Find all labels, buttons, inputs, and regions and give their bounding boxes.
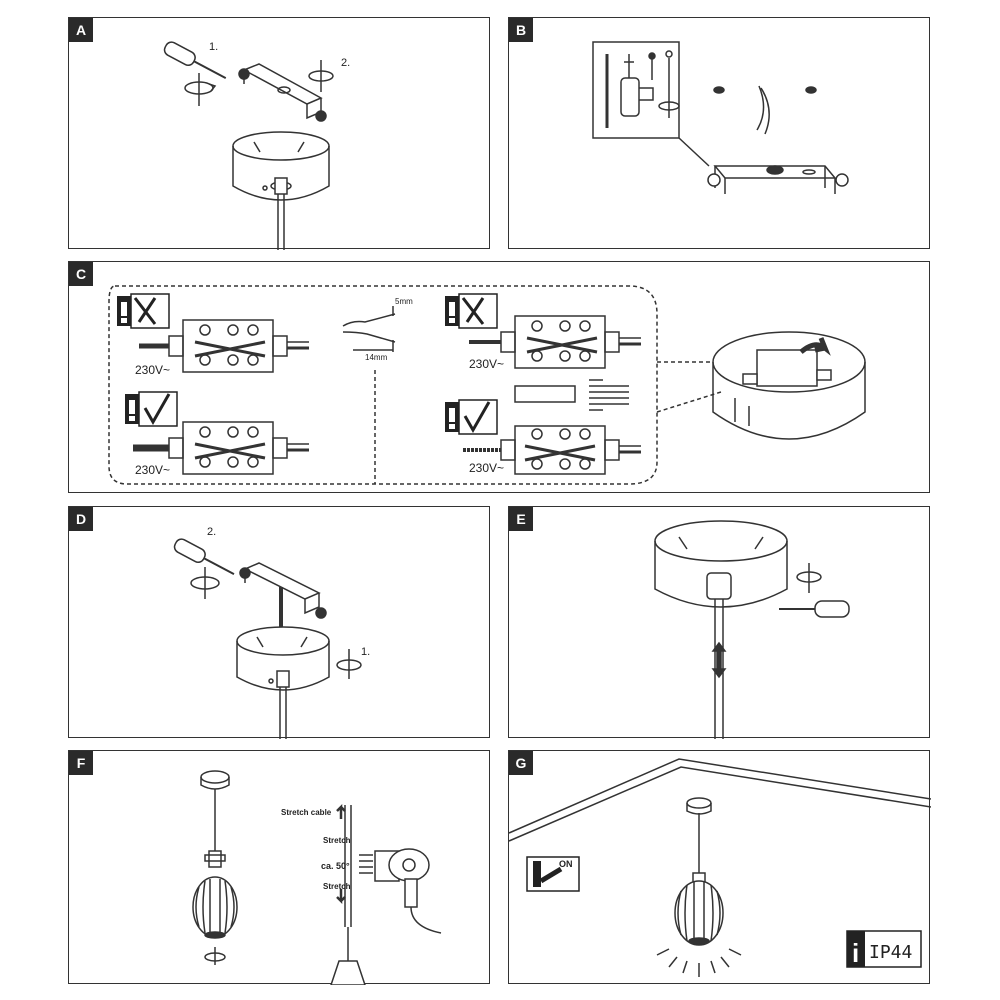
- light-rays: [656, 948, 742, 977]
- hair-dryer-icon: [374, 848, 442, 934]
- rotate-icon: [336, 649, 362, 679]
- panel-a-step1: 1.: [209, 41, 218, 53]
- ceiling-canopy: [654, 520, 788, 739]
- wire-strip-diagram: [342, 306, 396, 352]
- warning-icon: [125, 394, 139, 424]
- exploded-pendant: [192, 770, 238, 965]
- terminal-block: [168, 421, 309, 475]
- voltage-label: 230V~: [469, 461, 504, 475]
- rotate-icon: [190, 567, 220, 599]
- info-icon: [846, 930, 922, 968]
- screwdriver-icon: [163, 41, 227, 79]
- panel-a: A: [68, 17, 490, 250]
- voltage-label: 230V~: [135, 463, 170, 477]
- panel-a-step2: 2.: [341, 57, 350, 69]
- warning-icon: [117, 296, 131, 326]
- warning-icon: [445, 402, 459, 432]
- voltage-label: 230V~: [469, 357, 504, 371]
- rotate-icon: [308, 60, 334, 92]
- cross-icon: [133, 297, 157, 325]
- panel-g: G ON: [508, 750, 931, 984]
- ceiling-canopy: [236, 626, 330, 739]
- panel-f: F: [68, 750, 490, 985]
- mains-cable: [756, 85, 770, 135]
- panel-b-tag: B: [509, 18, 533, 42]
- panel-e-tag: E: [509, 507, 533, 531]
- pendant-lamp: [674, 797, 724, 946]
- panel-d-drawing: 2. 1.: [173, 526, 370, 739]
- screwdriver-icon: [173, 538, 235, 576]
- mounting-bracket: [707, 165, 849, 194]
- panel-c: C: [68, 261, 930, 493]
- info-glyph: i: [852, 938, 859, 968]
- stretch-down-label: Stretch: [323, 882, 351, 891]
- panel-d: D: [68, 506, 490, 739]
- drill-icon: [605, 50, 680, 128]
- strip-length-long: 14mm: [365, 353, 388, 362]
- panel-a-drawing: 1. 2.: [163, 41, 350, 250]
- rotate-icon: [796, 563, 822, 593]
- switch-on-label: ON: [559, 859, 573, 869]
- panel-a-tag: A: [69, 18, 93, 42]
- mounting-bracket: [238, 63, 327, 122]
- panel-d-tag: D: [69, 507, 93, 531]
- panel-g-tag: G: [509, 751, 533, 775]
- stranded-wire: [514, 379, 629, 411]
- terminal-block: [500, 315, 641, 369]
- mounting-bracket: [239, 562, 327, 619]
- panel-e-drawing: [654, 520, 850, 739]
- angle-label: ca. 50°: [321, 861, 350, 871]
- canopy-interior: [712, 331, 866, 440]
- panel-e: E: [508, 506, 930, 739]
- check-icon: [463, 401, 491, 434]
- cable-stretch-diagram: [330, 803, 373, 985]
- rotate-icon: [184, 73, 217, 106]
- panel-b: B: [508, 17, 930, 249]
- stretch-up-label: Stretch: [323, 836, 351, 845]
- voltage-label: 230V~: [135, 363, 170, 377]
- panel-g-drawing: ON i IP44: [509, 758, 931, 977]
- panel-d-step2: 2.: [207, 526, 216, 538]
- stretch-cable-label: Stretch cable: [281, 808, 332, 817]
- check-icon: [143, 393, 171, 426]
- cross-icon: [461, 297, 485, 325]
- screwdriver-icon: [779, 600, 850, 618]
- terminal-block: [500, 425, 641, 475]
- warning-icon: [445, 296, 459, 326]
- drill-hole: [713, 86, 725, 94]
- ceiling-canopy: [232, 131, 330, 250]
- ip-rating-label: IP44: [869, 942, 912, 963]
- adjust-arrow: [711, 641, 727, 679]
- panel-c-drawing: 230V~ 230V~ 230V~ 230V~ 5mm 14mm: [108, 285, 866, 485]
- terminal-block: [168, 319, 309, 373]
- drill-hole: [805, 86, 817, 94]
- panel-d-step1: 1.: [361, 646, 370, 658]
- panel-c-tag: C: [69, 262, 93, 286]
- strip-length-short: 5mm: [395, 297, 413, 306]
- panel-f-tag: F: [69, 751, 93, 775]
- switch-icon: [526, 856, 580, 892]
- panel-b-drawing: [592, 41, 849, 194]
- panel-f-drawing: Stretch cable Stretch ca. 50° Stretch: [192, 770, 442, 985]
